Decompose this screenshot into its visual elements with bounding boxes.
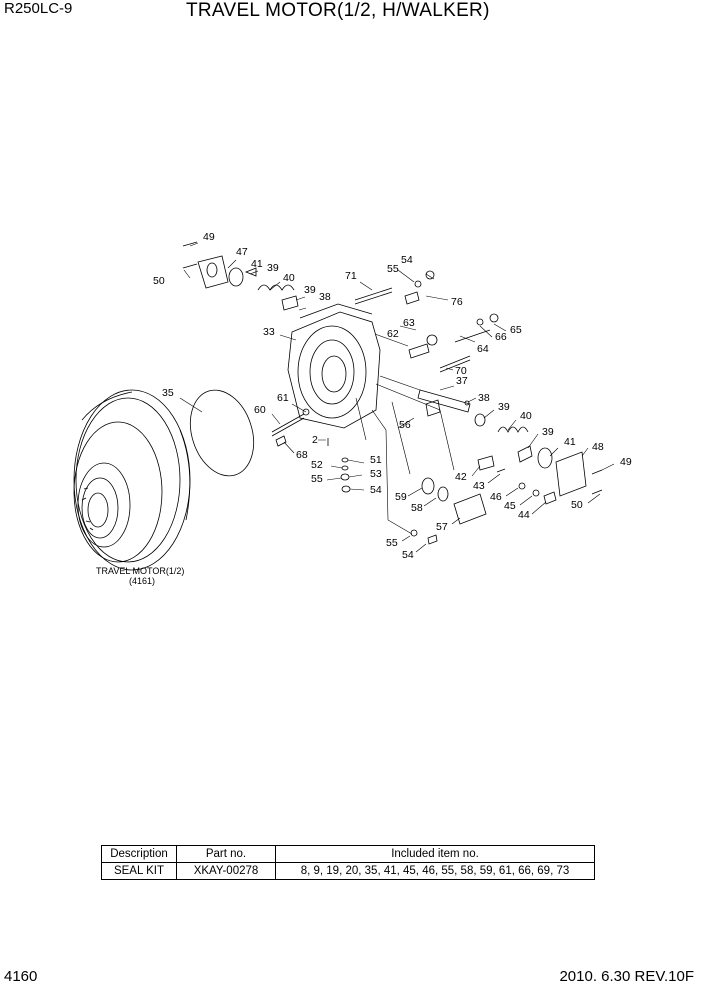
column-header: Part no.	[176, 845, 276, 863]
callout-label: 58	[411, 502, 423, 514]
callout-label: 61	[277, 392, 289, 404]
travel-motor-housing-illustration	[73, 389, 191, 571]
callout-label: 59	[395, 491, 407, 503]
callout-label: 47	[236, 246, 248, 258]
callout-label: 43	[473, 480, 485, 492]
table-row: SEAL KIT XKAY-00278 8, 9, 19, 20, 35, 41…	[101, 862, 595, 880]
motor-casing-illustration	[287, 303, 381, 429]
revision-date: 2010. 6.30 REV.10F	[559, 968, 694, 985]
callout-label: 70	[455, 365, 467, 377]
callout-label: 37	[456, 375, 468, 387]
small-parts-top-left	[182, 241, 435, 311]
callout-label: 54	[401, 254, 413, 266]
callout-label: 44	[518, 509, 530, 521]
callout-label: 38	[478, 392, 490, 404]
callout-label: 56	[399, 419, 411, 431]
callout-label: 71	[345, 270, 357, 282]
callout-label: 54	[402, 549, 414, 561]
seal-kit-table: Description Part no. Included item no. S…	[101, 845, 595, 880]
callout-label: 33	[263, 326, 275, 338]
callout-label: 2	[312, 434, 318, 446]
callout-label: 63	[403, 317, 415, 329]
column-header: Description	[101, 845, 177, 863]
table-cell: SEAL KIT	[101, 862, 177, 880]
leader-lines	[179, 242, 615, 553]
callout-label: 66	[495, 331, 507, 343]
callout-label: 39	[267, 262, 279, 274]
caption-line-1: TRAVEL MOTOR(1/2)	[96, 566, 184, 576]
callout-label: 48	[592, 441, 604, 453]
callout-label: 41	[564, 436, 576, 448]
callout-label: 42	[455, 471, 467, 483]
callout-label: 64	[477, 343, 489, 355]
callout-label: 55	[311, 473, 323, 485]
callout-label: 39	[498, 401, 510, 413]
callout-label: 40	[283, 272, 295, 284]
callout-label: 46	[490, 491, 502, 503]
callout-label: 60	[254, 404, 266, 416]
callout-label: 35	[162, 387, 174, 399]
callout-label: 55	[387, 263, 399, 275]
callout-label: 51	[370, 454, 382, 466]
callout-label: 55	[386, 537, 398, 549]
callout-labels: 49 47 41 39 50 40 39 38 71 54 55 76 33 6…	[153, 231, 632, 561]
table-header-row: Description Part no. Included item no.	[101, 845, 595, 863]
callout-label: 57	[436, 521, 448, 533]
page-title: TRAVEL MOTOR(1/2, H/WALKER)	[186, 0, 490, 21]
callout-label: 41	[251, 258, 263, 270]
callout-label: 65	[510, 324, 522, 336]
callout-label: 68	[296, 449, 308, 461]
table-cell: XKAY-00278	[176, 862, 276, 880]
table-cell: 8, 9, 19, 20, 35, 41, 45, 46, 55, 58, 59…	[275, 862, 595, 880]
callout-label: 54	[370, 484, 382, 496]
housing-caption: TRAVEL MOTOR(1/2) (4161)	[96, 566, 184, 586]
model-label: R250LC-9	[4, 0, 73, 17]
o-ring-35	[189, 389, 255, 477]
callout-label: 49	[620, 456, 632, 468]
caption-line-2: (4161)	[129, 576, 155, 586]
page-number: 4160	[4, 968, 38, 985]
callout-label: 76	[451, 296, 463, 308]
callout-label: 39	[542, 426, 554, 438]
callout-label: 38	[319, 291, 331, 303]
callout-label: 40	[520, 410, 532, 422]
callout-label: 62	[387, 328, 399, 340]
callout-label: 49	[203, 231, 215, 243]
column-header: Included item no.	[275, 845, 595, 863]
callout-label: 39	[304, 284, 316, 296]
callout-label: 50	[153, 275, 165, 287]
small-parts-right	[408, 313, 603, 545]
callout-label: 52	[311, 459, 323, 471]
callout-label: 53	[370, 468, 382, 480]
callout-label: 50	[571, 499, 583, 511]
callout-label: 45	[504, 500, 516, 512]
